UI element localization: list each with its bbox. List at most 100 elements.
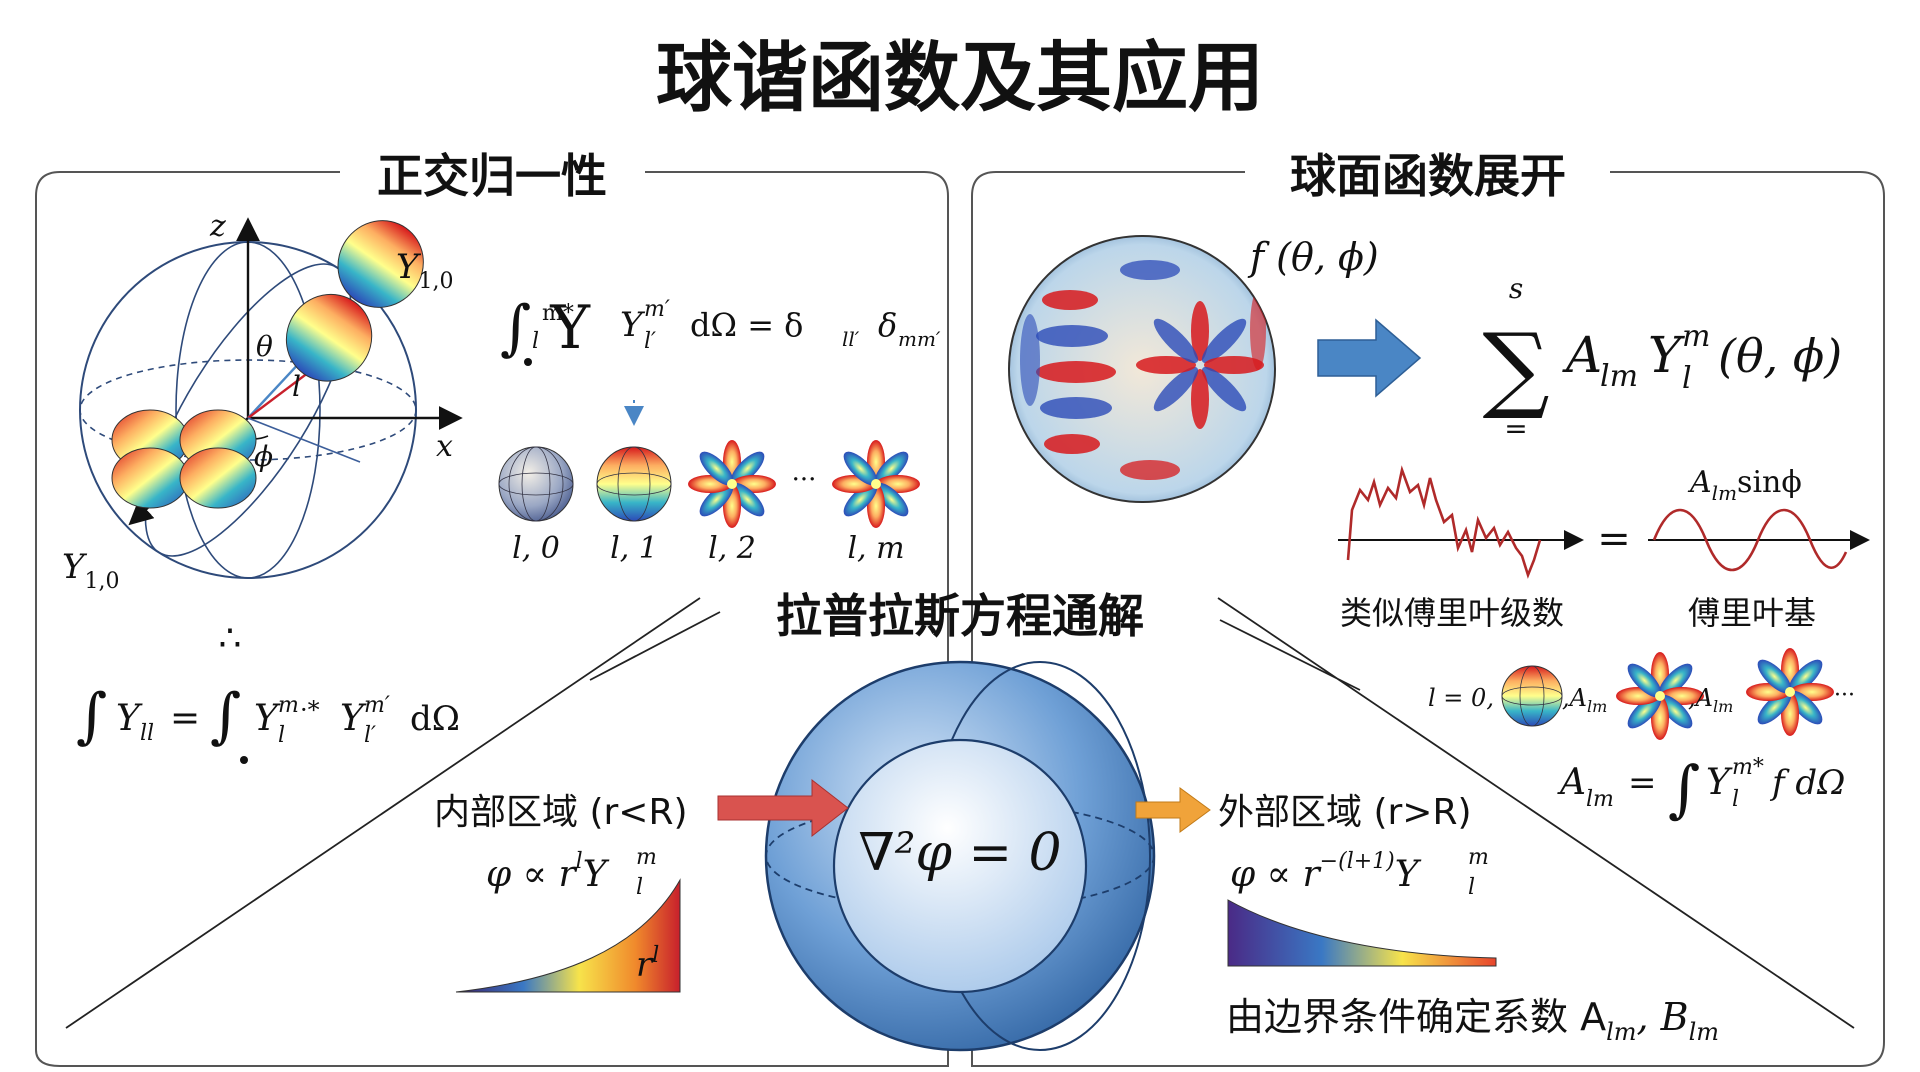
phi-label: ϕ (254, 440, 273, 473)
orthonormality-formula: ∫ Y m* l Y m′ l′ dΩ = δ ll′ δ mm′ (500, 293, 941, 426)
y10-lower-label: Y1,0 (62, 547, 119, 594)
svg-text:∫: ∫ (210, 681, 241, 751)
svg-text:φ ∝ r−(l+1)Y: φ ∝ r−(l+1)Y (1230, 849, 1422, 895)
axis-z-label: z (209, 209, 226, 244)
svg-text:l: l (636, 875, 643, 900)
svg-text:A: A (1557, 762, 1586, 803)
y10-orbital-lower (111, 409, 257, 509)
svg-text:∫: ∫ (1668, 752, 1700, 825)
sine-label: Almsinϕ (1687, 465, 1802, 505)
inner-region-label: 内部区域 (r<R) (434, 792, 688, 833)
svg-text:ll: ll (140, 721, 154, 746)
svg-text:l′: l′ (644, 329, 656, 354)
svg-text:m: m (636, 845, 657, 870)
svg-text:δ: δ (878, 306, 897, 344)
sphere-l1-icon (596, 446, 672, 522)
svg-text:=: = (170, 698, 200, 739)
sphere-label-0: l, 0 (512, 531, 560, 566)
svg-text:Y: Y (1648, 326, 1685, 384)
y10-upper-label: Y1,0 (396, 247, 453, 294)
outer-region-label: 外部区域 (r>R) (1218, 792, 1472, 833)
svg-text:l = 0,: l = 0, (1428, 684, 1494, 712)
inner-region: 内部区域 (r<R) φ ∝ rlY m l rl (434, 778, 849, 993)
outer-region: 外部区域 (r>R) φ ∝ r−(l+1)Y m l 由边界条件确定系数 Al… (1135, 787, 1719, 1046)
svg-text:m: m (1682, 319, 1710, 354)
svg-text:l: l (278, 723, 285, 748)
svg-text:·*: ·* (300, 696, 320, 724)
therefore-dots: ∴ (219, 618, 242, 659)
sphere-label-1: l, 1 (610, 531, 658, 566)
theta-label: θ (256, 330, 273, 363)
laplace-right-edge (1217, 597, 1855, 1029)
axis-x-label: x (436, 429, 453, 464)
inner-growth-ramp (455, 878, 681, 993)
svg-text:rl: rl (636, 943, 659, 985)
series-flower-2-icon (1746, 648, 1834, 736)
svg-text:···: ··· (1834, 683, 1855, 708)
svg-text:s: s (1509, 272, 1523, 305)
outer-arrow (1135, 787, 1211, 833)
svg-text:f dΩ: f dΩ (1769, 763, 1845, 803)
coefficient-formula: A lm = ∫ Y m* l f dΩ (1557, 752, 1845, 825)
harmonics-row: ··· l, 0 l, 1 l, 2 l, m (498, 440, 920, 566)
svg-text:Y: Y (340, 698, 367, 739)
page-title: 球谐函数及其应用 (656, 33, 1264, 122)
caption-fourier-basis: 傅里叶基 (1688, 594, 1816, 632)
svg-text:dΩ = δ: dΩ = δ (690, 306, 803, 344)
laplace-sphere: ∇²φ = 0 (764, 660, 1156, 1052)
svg-text:=: = (1628, 763, 1657, 803)
coordinate-sphere-figure: z x θ l ϕ Y1,0 Y1,0 (62, 209, 463, 594)
sine-basis (1652, 508, 1848, 572)
svg-text:l′: l′ (364, 723, 376, 748)
expansion-sum-formula: s ∑ = A lm Y m l (θ, ϕ) (1482, 272, 1842, 445)
sphere-label-m: l, m (847, 531, 904, 566)
function-sphere-map (1008, 235, 1276, 503)
expansion-arrow (1317, 318, 1422, 398)
fourier-analogy: = Almsinϕ 类似傅里叶级数 傅里叶基 (1338, 465, 1870, 632)
expansion-panel-frame (971, 171, 1885, 1067)
inner-arrow (717, 778, 849, 838)
svg-text:,Alm: ,Alm (1688, 684, 1733, 716)
svg-text:m′: m′ (644, 297, 670, 322)
flower-lm-icon (832, 440, 920, 528)
svg-text:m: m (278, 693, 299, 718)
laplace-left-edge (65, 597, 721, 1029)
series-sphere-icon (1501, 665, 1563, 727)
l-label: l (292, 370, 301, 403)
series-row: l = 0, ,Alm ,Alm ··· (1428, 648, 1855, 740)
svg-text:m*: m* (542, 301, 574, 326)
sphere-label-2: l, 2 (708, 531, 756, 566)
flower-l2-icon (688, 440, 776, 528)
svg-text:l: l (532, 329, 539, 354)
svg-text:lm: lm (1586, 787, 1614, 812)
svg-text:l: l (1682, 361, 1692, 396)
svg-text:Y: Y (620, 305, 646, 345)
svg-text:l: l (1732, 787, 1739, 812)
function-label: f (θ, ϕ) (1247, 235, 1379, 279)
boundary-condition-footer: 由边界条件确定系数 Alm, Blm (1226, 995, 1719, 1046)
svg-text:ll′: ll′ (842, 327, 860, 351)
laplace-equation: ∇²φ = 0 (858, 823, 1061, 883)
svg-text:Y: Y (1706, 762, 1733, 803)
harmonics-ellipsis: ··· (792, 465, 817, 495)
svg-text:mm′: mm′ (898, 327, 941, 351)
laplace-heading: 拉普拉斯方程通解 (776, 589, 1144, 643)
svg-text:Y: Y (116, 698, 143, 739)
orthonormality-heading: 正交归一性 (377, 149, 607, 203)
svg-text:Y: Y (254, 698, 281, 739)
svg-text:∑: ∑ (1482, 314, 1549, 423)
svg-text:dΩ: dΩ (410, 699, 460, 739)
svg-text:=: = (1504, 412, 1527, 445)
svg-text:∫ Y: ∫ Y (500, 293, 591, 363)
projection-line (247, 417, 361, 463)
y10-orbital-upper (285, 220, 424, 382)
orthogonality-integral-formula: ∴ ∫ Y ll = ∫ Y m l ·* Y m′ l′ dΩ (76, 618, 460, 764)
sphere-l0-icon (498, 446, 574, 522)
orthonormality-panel-frame (35, 171, 949, 1067)
svg-text:∫: ∫ (76, 681, 107, 751)
noisy-signal (1346, 465, 1542, 579)
svg-text:,Alm: ,Alm (1562, 684, 1607, 716)
svg-text:φ ∝ rlY: φ ∝ rlY (486, 849, 610, 895)
svg-text:m′: m′ (364, 693, 390, 718)
